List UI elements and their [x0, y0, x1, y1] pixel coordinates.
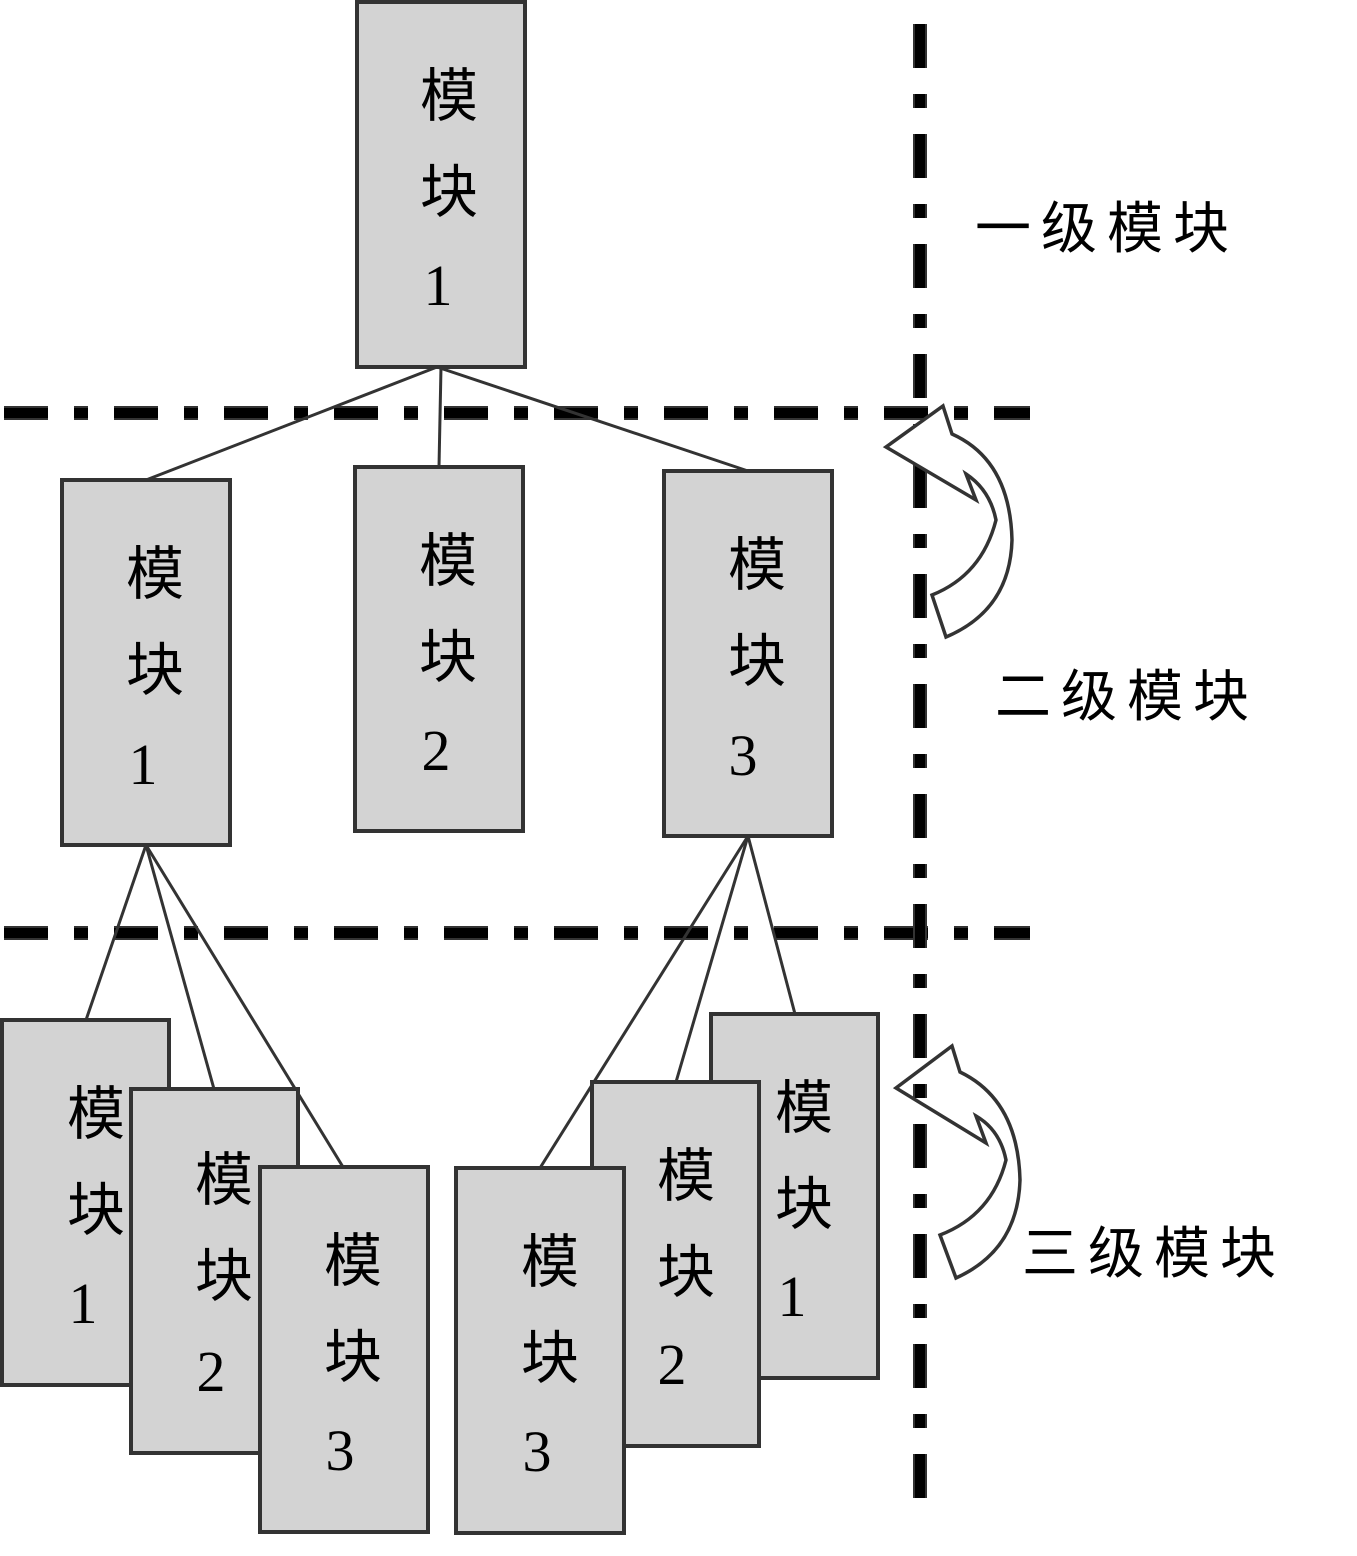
module-label-char2: 块: [775, 1170, 833, 1238]
curved-arrow-level-2-to-1-icon: [882, 403, 1014, 640]
module-label-char1: 模: [420, 62, 478, 130]
module-number: 2: [197, 1339, 226, 1404]
level-label-1: 一级模块: [975, 197, 1239, 262]
module-label-char2: 块: [324, 1323, 382, 1391]
module-label-char2: 块: [521, 1324, 579, 1392]
module-box-l2-3: 模 块 3: [662, 469, 834, 838]
connector-l2-1-to-l3-3: [144, 844, 345, 1168]
module-label-char2: 块: [657, 1238, 715, 1306]
module-number: 2: [422, 718, 451, 783]
module-label-char1: 模: [419, 527, 477, 595]
module-label-char1: 模: [324, 1227, 382, 1295]
module-label-char2: 块: [728, 627, 786, 695]
module-label-char2: 块: [67, 1176, 125, 1244]
module-box-l2-1: 模 块 1: [60, 478, 232, 847]
module-label-char2: 块: [419, 623, 477, 691]
connector-l2-3-to-l3-2: [674, 835, 750, 1083]
module-label-char2: 块: [420, 158, 478, 226]
connector-root-to-l2-2: [437, 366, 443, 468]
module-number: 1: [129, 732, 158, 797]
connector-l2-1-to-l3-2: [144, 844, 216, 1090]
connector-root-to-l2-3: [436, 365, 749, 473]
connector-l2-3-to-l3-1: [746, 835, 797, 1015]
module-box-l3b-3: 模 块 3: [454, 1166, 626, 1535]
module-box-l2-2: 模 块 2: [353, 465, 525, 833]
module-number: 1: [778, 1264, 807, 1329]
module-label-char1: 模: [775, 1074, 833, 1142]
module-label-char1: 模: [521, 1228, 579, 1296]
module-label-char1: 模: [728, 531, 786, 599]
level-dividers: [4, 24, 1030, 1500]
module-box-root: 模 块 1: [355, 0, 527, 369]
level-label-3: 三级模块: [1022, 1222, 1286, 1287]
module-number: 3: [326, 1418, 355, 1483]
module-label-char2: 块: [126, 636, 184, 704]
module-number: 1: [424, 253, 453, 318]
module-label-char2: 块: [195, 1242, 253, 1310]
module-label-char1: 模: [195, 1146, 253, 1214]
module-label-char1: 模: [67, 1080, 125, 1148]
curved-arrow-level-3-to-2-icon: [892, 1043, 1022, 1281]
connector-l2-1-to-l3-1: [84, 844, 148, 1021]
module-label-char1: 模: [126, 540, 184, 608]
module-number: 3: [729, 723, 758, 788]
module-number: 1: [69, 1271, 98, 1336]
module-number: 2: [658, 1332, 687, 1397]
connector-l2-3-to-l3-3: [538, 835, 750, 1169]
module-label-char1: 模: [657, 1142, 715, 1210]
connectors: [84, 365, 797, 1169]
level-label-2: 二级模块: [995, 665, 1259, 730]
module-number: 3: [523, 1419, 552, 1484]
connector-root-to-l2-1: [145, 365, 438, 482]
module-box-l3a-3: 模 块 3: [258, 1165, 430, 1534]
